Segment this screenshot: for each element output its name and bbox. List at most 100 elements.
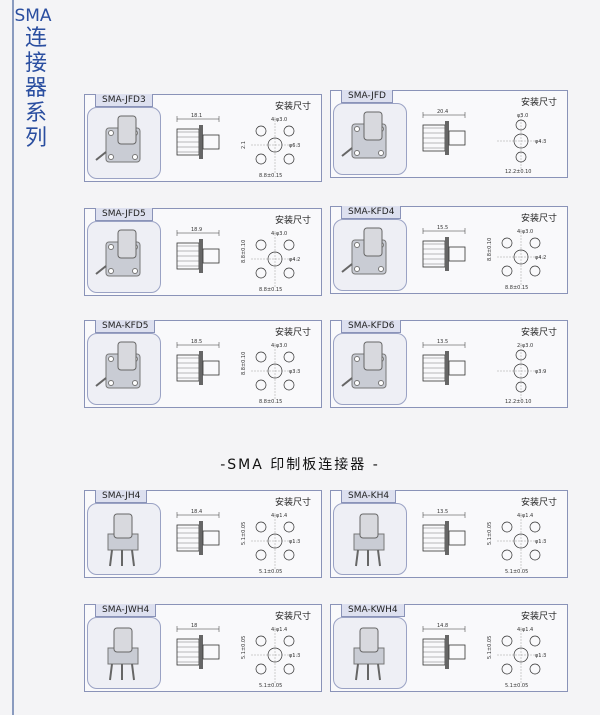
spacing-label: 5.1±0.05 xyxy=(259,569,282,575)
card-model-label: SMA-KFD4 xyxy=(341,206,402,219)
install-dimension-label: 安装尺寸 xyxy=(274,498,311,508)
spacing-vertical-label: 2.1 xyxy=(241,141,247,149)
series-title-char: 系 xyxy=(24,101,47,126)
card-model-label: SMA-JWH4 xyxy=(95,604,157,617)
connector-photo xyxy=(333,503,407,575)
connector-photo xyxy=(333,219,407,291)
overall-length-label: 14.8 xyxy=(437,623,448,629)
dimension-drawing: 184-φ1.4φ1.35.1±0.055.1±0.05 xyxy=(176,623,300,689)
spacing-vertical-label: 8.8±0.10 xyxy=(487,238,493,261)
product-card-sma-jfd5: SMA-JFD5 安装尺寸 18.9 4-φ3.0 φ4.2 8.8±0.15 8.8±0.… xyxy=(84,208,322,296)
series-title-char: 列 xyxy=(24,126,47,151)
hole-pattern-label: 4-φ3.0 xyxy=(271,343,287,349)
spacing-vertical-label: 5.1±0.05 xyxy=(487,636,493,659)
install-dimension-label: 安装尺寸 xyxy=(274,216,311,226)
connector-illustration xyxy=(95,115,141,163)
connector-illustration xyxy=(341,111,387,159)
spacing-label: 5.1±0.05 xyxy=(505,569,528,575)
spacing-label: 12.2±0.10 xyxy=(505,399,531,405)
connector-illustration xyxy=(341,227,387,275)
dimension-drawing: 18.54-φ3.0φ3.38.8±0.158.8±0.10 xyxy=(176,339,300,405)
hole-pattern-label: 4-φ3.0 xyxy=(271,117,287,123)
technical-drawing: 15.5 4-φ3.0 φ4.2 8.8±0.15 8.8±0.10 xyxy=(409,217,565,291)
center-hole-label: φ3.3 xyxy=(289,369,300,375)
spacing-label: 8.8±0.15 xyxy=(505,285,528,291)
connector-illustration xyxy=(95,229,141,277)
hole-pattern-label: 4-φ1.4 xyxy=(517,513,533,519)
overall-length-label: 18.1 xyxy=(191,113,202,119)
connector-photo xyxy=(87,503,161,575)
install-dimension-label: 安装尺寸 xyxy=(274,102,311,112)
install-dimension-label: 安装尺寸 xyxy=(520,98,557,108)
center-hole-label: φ4.3 xyxy=(535,139,546,145)
card-model-label: SMA-KWH4 xyxy=(341,604,405,617)
install-dimension-label: 安装尺寸 xyxy=(520,498,557,508)
center-hole-label: φ4.2 xyxy=(289,257,300,263)
install-dimension-label: 安装尺寸 xyxy=(520,214,557,224)
hole-pattern-label: 2-φ3.0 xyxy=(517,343,533,349)
spacing-label: 8.8±0.15 xyxy=(259,287,282,293)
connector-illustration xyxy=(107,513,139,567)
hole-pattern-label: 4-φ3.0 xyxy=(517,229,533,235)
series-title-latin: SMA xyxy=(14,6,52,26)
technical-drawing: 14.8 4-φ1.4 φ1.3 5.1±0.05 5.1±0.05 xyxy=(409,615,565,689)
connector-photo xyxy=(87,107,161,179)
series-title-char: 器 xyxy=(24,76,47,101)
spacing-vertical-label: 8.8±0.10 xyxy=(241,240,247,263)
spacing-label: 8.8±0.15 xyxy=(259,173,282,179)
sidebar-rule xyxy=(12,0,14,715)
overall-length-label: 18.5 xyxy=(191,339,202,345)
spacing-vertical-label: 5.1±0.05 xyxy=(241,636,247,659)
dimension-drawing: 18.14-φ3.0φ6.38.8±0.152.1 xyxy=(176,113,300,179)
hole-pattern-label: 4-φ1.4 xyxy=(271,627,287,633)
install-dimension-label: 安装尺寸 xyxy=(274,328,311,338)
connector-photo xyxy=(87,221,161,293)
spacing-label: 12.2±0.10 xyxy=(505,169,531,175)
install-dimension-label: 安装尺寸 xyxy=(274,612,311,622)
spacing-label: 5.1±0.05 xyxy=(505,683,528,689)
connector-photo xyxy=(333,103,407,175)
series-title-char: 连 xyxy=(24,26,47,51)
connector-illustration xyxy=(107,627,139,681)
center-hole-label: φ1.3 xyxy=(535,539,546,545)
connector-illustration xyxy=(353,627,385,681)
dimension-drawing: 15.5 4-φ3.0 φ4.2 8.8±0.15 8.8±0.10 xyxy=(422,225,546,291)
hole-pattern-label: 4-φ1.4 xyxy=(517,627,533,633)
hole-pattern-label: 4-φ1.4 xyxy=(271,513,287,519)
center-hole-label: φ3.9 xyxy=(535,369,546,375)
card-model-label: SMA-JFD5 xyxy=(95,208,153,221)
overall-length-label: 18 xyxy=(191,623,197,629)
overall-length-label: 15.5 xyxy=(437,225,448,231)
spacing-label: 5.1±0.05 xyxy=(259,683,282,689)
connector-illustration xyxy=(353,513,385,567)
dimension-drawing: 18.9 4-φ3.0 φ4.2 8.8±0.15 8.8±0.10 xyxy=(176,227,300,293)
hole-pattern-label: φ3.0 xyxy=(517,113,528,119)
card-model-label: SMA-JFD3 xyxy=(95,94,153,107)
dimension-drawing: 14.8 4-φ1.4 φ1.3 5.1±0.05 5.1±0.05 xyxy=(422,623,546,689)
series-title-char: 接 xyxy=(24,51,47,76)
dimension-drawing: 20.4φ3.0φ4.312.2±0.10 xyxy=(422,109,546,175)
overall-length-label: 18.9 xyxy=(191,227,202,233)
center-hole-label: φ4.2 xyxy=(535,255,546,261)
spacing-vertical-label: 8.8±0.10 xyxy=(241,352,247,375)
hole-pattern-label: 4-φ3.0 xyxy=(271,231,287,237)
card-model-label: SMA-KH4 xyxy=(341,490,397,503)
dimension-drawing: 13.54-φ1.4φ1.35.1±0.055.1±0.05 xyxy=(422,509,546,575)
connector-illustration xyxy=(341,341,387,389)
overall-length-label: 13.5 xyxy=(437,509,448,515)
connector-photo xyxy=(333,617,407,689)
center-hole-label: φ1.3 xyxy=(535,653,546,659)
overall-length-label: 13.5 xyxy=(437,339,448,345)
center-hole-label: φ1.3 xyxy=(289,539,300,545)
card-model-label: SMA-KFD6 xyxy=(341,320,402,333)
connector-photo xyxy=(87,617,161,689)
dimension-drawing: 13.5 2-φ3.0 φ3.9 12.2±0.10 xyxy=(422,339,546,405)
